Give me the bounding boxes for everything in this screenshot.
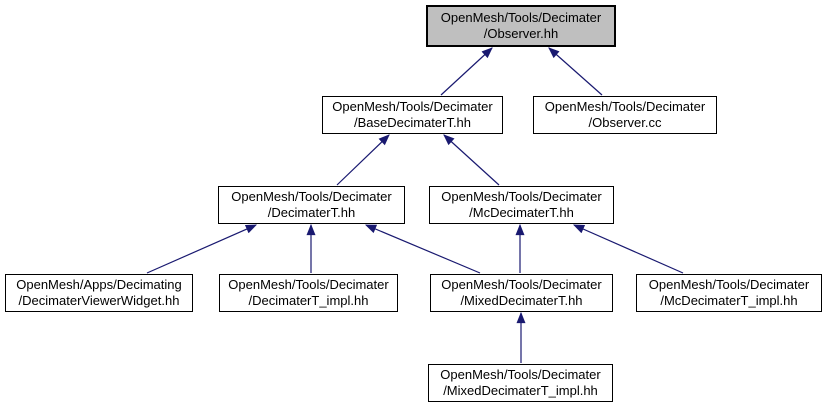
edge-mcdecimatert-to-basedecimatert — [443, 134, 500, 186]
node-label-line1: OpenMesh/Tools/Decimater — [332, 99, 493, 114]
edge-decimatert-to-basedecimatert — [336, 134, 390, 186]
node-label-line2: /DecimaterViewerWidget.hh — [18, 293, 180, 308]
node-decimaterviewerwidget-hh[interactable]: OpenMesh/Apps/Decimating /DecimaterViewe… — [5, 274, 193, 312]
node-basedecimatert-hh[interactable]: OpenMesh/Tools/Decimater /BaseDecimaterT… — [322, 96, 503, 134]
node-mcdecimatert-hh[interactable]: OpenMesh/Tools/Decimater /McDecimaterT.h… — [429, 186, 614, 224]
node-label-line1: OpenMesh/Apps/Decimating — [16, 277, 182, 292]
node-label-line2: /Observer.hh — [483, 26, 559, 41]
edge-mcdecimatertimpl-to-mcdecimatert — [572, 224, 684, 274]
edge-basedecimatert-to-observer — [440, 47, 493, 96]
edge-mixeddecimatert-to-decimatert — [364, 224, 481, 274]
node-label-line1: OpenMesh/Tools/Decimater — [544, 99, 706, 114]
edge-observercc-to-observer — [548, 47, 603, 96]
node-label-line2: /Observer.cc — [588, 115, 662, 130]
node-label-line1: OpenMesh/Tools/Decimater — [231, 189, 392, 204]
node-label-line1: OpenMesh/Tools/Decimater — [441, 277, 602, 292]
node-label-line2: /McDecimaterT_impl.hh — [660, 293, 798, 308]
node-observer-hh[interactable]: OpenMesh/Tools/Decimater /Observer.hh — [426, 5, 616, 47]
node-label-line1: OpenMesh/Tools/Decimater — [228, 277, 389, 292]
node-label-line2: /MixedDecimaterT_impl.hh — [443, 383, 598, 398]
node-label-line1: OpenMesh/Tools/Decimater — [440, 10, 602, 25]
node-observer-cc[interactable]: OpenMesh/Tools/Decimater /Observer.cc — [533, 96, 717, 134]
node-label-line2: /MixedDecimaterT.hh — [460, 293, 583, 308]
node-label-line2: /DecimaterT.hh — [267, 205, 356, 220]
node-label-line1: OpenMesh/Tools/Decimater — [440, 367, 601, 382]
node-label-line1: OpenMesh/Tools/Decimater — [441, 189, 602, 204]
node-label-line2: /BaseDecimaterT.hh — [353, 115, 472, 130]
edge-viewerwidget-to-decimatert — [146, 224, 258, 274]
node-mixeddecimatert-impl-hh[interactable]: OpenMesh/Tools/Decimater /MixedDecimater… — [428, 364, 613, 402]
node-decimatert-impl-hh[interactable]: OpenMesh/Tools/Decimater /DecimaterT_imp… — [219, 274, 398, 312]
node-mixeddecimatert-hh[interactable]: OpenMesh/Tools/Decimater /MixedDecimater… — [430, 274, 613, 312]
node-mcdecimatert-impl-hh[interactable]: OpenMesh/Tools/Decimater /McDecimaterT_i… — [636, 274, 822, 312]
node-label-line1: OpenMesh/Tools/Decimater — [648, 277, 810, 292]
node-label-line2: /McDecimaterT.hh — [469, 205, 574, 220]
node-decimatert-hh[interactable]: OpenMesh/Tools/Decimater /DecimaterT.hh — [218, 186, 405, 224]
node-label-line2: /DecimaterT_impl.hh — [248, 293, 369, 308]
